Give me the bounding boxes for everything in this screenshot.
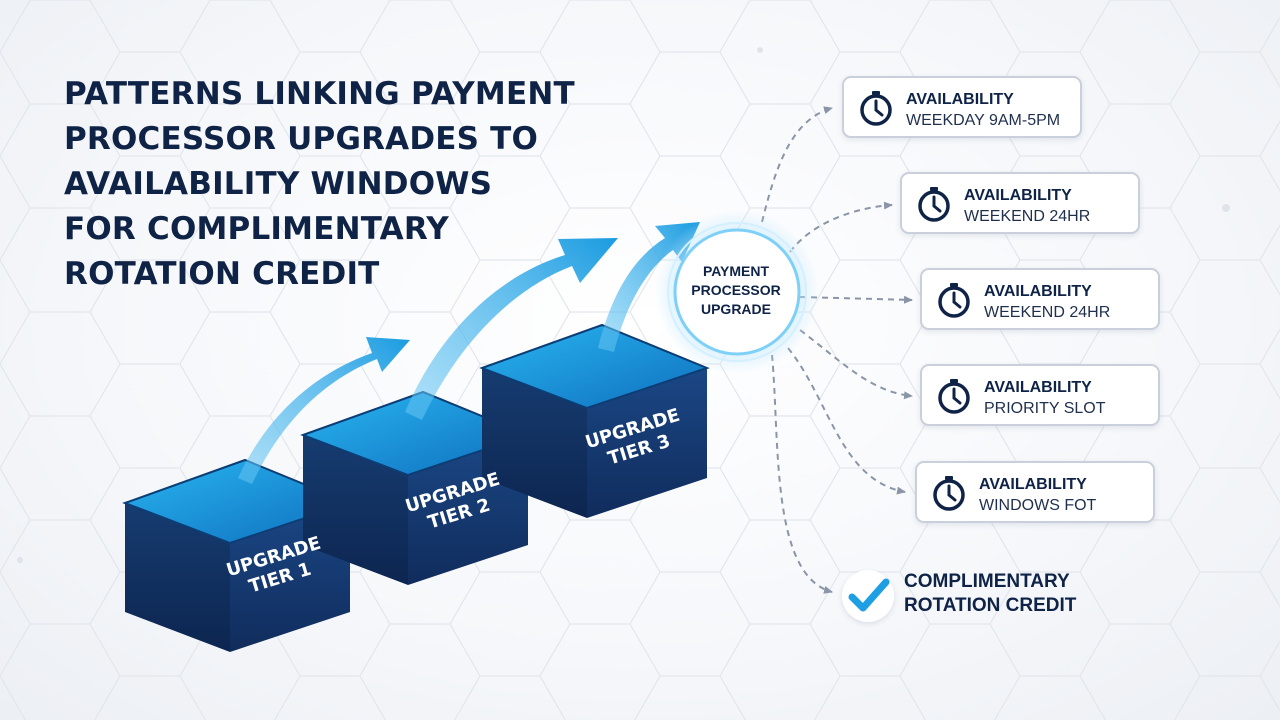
hub-label-line-1: PAYMENT xyxy=(702,263,770,279)
credit-label-line-2: ROTATION CREDIT xyxy=(904,595,1077,616)
connector-3 xyxy=(799,295,913,304)
credit-label-line-1: COMPLIMENTARY xyxy=(904,571,1070,592)
connector-2 xyxy=(789,201,893,253)
connector-5 xyxy=(787,347,906,495)
availability-window-1: WEEKDAY 9AM-5PM xyxy=(906,112,1061,129)
stopwatch-icon xyxy=(938,283,970,318)
connector-6 xyxy=(771,354,833,594)
stopwatch-icon xyxy=(860,91,892,126)
stopwatch-icon xyxy=(918,187,950,222)
title-line-1: PATTERNS LINKING PAYMENT xyxy=(64,76,575,112)
availability-card-3[interactable]: AVAILABILITY WEEKEND 24HR xyxy=(920,268,1160,330)
availability-card-2[interactable]: AVAILABILITY WEEKEND 24HR xyxy=(900,172,1140,234)
arrow-tier-2 xyxy=(405,238,618,420)
hub-label: PAYMENT PROCESSOR UPGRADE xyxy=(671,262,801,319)
hub-label-line-2: PROCESSOR xyxy=(691,282,781,298)
credit-badge xyxy=(842,570,894,622)
stopwatch-icon xyxy=(933,476,965,511)
complimentary-credit-label: COMPLIMENTARY ROTATION CREDIT xyxy=(904,570,1076,618)
arrow-tier-3 xyxy=(598,222,700,352)
upgrade-arrows xyxy=(238,222,700,484)
hub-label-line-3: UPGRADE xyxy=(700,301,771,317)
title-line-2: PROCESSOR UPGRADES TO xyxy=(64,121,539,157)
checkmark-icon xyxy=(848,578,890,612)
availability-card-1[interactable]: AVAILABILITY WEEKDAY 9AM-5PM xyxy=(842,76,1082,138)
availability-window-5: WINDOWS FOT xyxy=(979,497,1097,514)
connector-1 xyxy=(761,106,833,223)
availability-label-2: AVAILABILITY xyxy=(964,187,1072,204)
availability-label-3: AVAILABILITY xyxy=(984,283,1092,300)
availability-card-4[interactable]: AVAILABILITY PRIORITY SLOT xyxy=(920,364,1160,426)
tier-3-cube[interactable] xyxy=(479,323,710,518)
title-line-5: ROTATION CREDIT xyxy=(64,256,380,292)
availability-label-1: AVAILABILITY xyxy=(906,91,1014,108)
hub-connectors xyxy=(761,106,913,594)
availability-card-5[interactable]: AVAILABILITY WINDOWS FOT xyxy=(915,461,1155,523)
page-title: PATTERNS LINKING PAYMENT PROCESSOR UPGRA… xyxy=(64,72,624,297)
availability-label-5: AVAILABILITY xyxy=(979,476,1087,493)
availability-window-2: WEEKEND 24HR xyxy=(964,208,1091,225)
arrow-tier-1 xyxy=(238,337,410,484)
availability-window-3: WEEKEND 24HR xyxy=(984,304,1111,321)
availability-label-4: AVAILABILITY xyxy=(984,379,1092,396)
title-line-3: AVAILABILITY WINDOWS xyxy=(64,166,493,202)
title-line-4: FOR COMPLIMENTARY xyxy=(64,211,449,247)
stopwatch-icon xyxy=(938,379,970,414)
availability-window-4: PRIORITY SLOT xyxy=(984,400,1106,417)
payment-processor-hub[interactable] xyxy=(655,210,819,374)
connector-4 xyxy=(799,329,913,400)
